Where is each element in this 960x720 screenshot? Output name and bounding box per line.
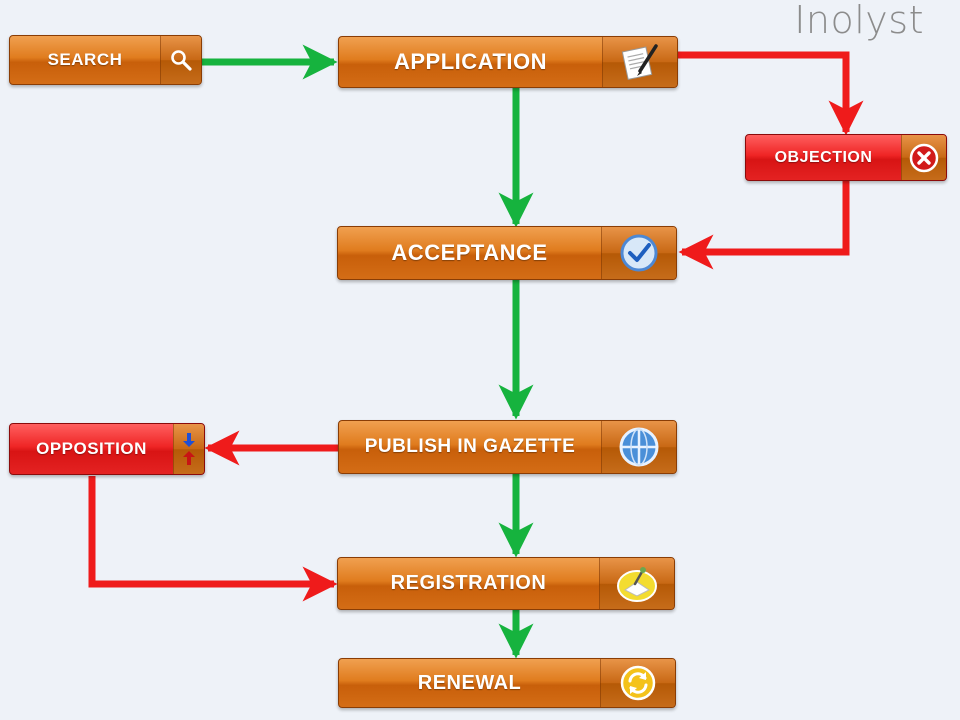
arrow-opposition-to-registration	[88, 476, 338, 602]
node-acceptance-label: ACCEPTANCE	[391, 240, 548, 265]
node-registration-label: REGISTRATION	[390, 572, 547, 594]
node-renewal[interactable]: RENEWAL	[338, 658, 676, 708]
refresh-icon	[600, 659, 675, 707]
node-opposition[interactable]: OPPOSITION	[9, 423, 205, 475]
node-renewal-label: RENEWAL	[417, 671, 522, 694]
node-opposition-label: OPPOSITION	[36, 439, 147, 458]
node-application[interactable]: APPLICATION	[338, 36, 678, 88]
node-publish-label: PUBLISH IN GAZETTE	[364, 436, 576, 457]
close-circle-icon	[901, 135, 946, 180]
checkmark-circle-icon	[601, 227, 676, 279]
node-objection[interactable]: OBJECTION	[745, 134, 947, 181]
search-icon	[160, 36, 201, 84]
arrow-application-to-objection	[678, 51, 864, 136]
node-search[interactable]: SEARCH	[9, 35, 202, 85]
node-application-label: APPLICATION	[394, 49, 547, 74]
node-search-label: SEARCH	[47, 50, 123, 69]
document-pen-icon	[602, 37, 677, 87]
node-acceptance[interactable]: ACCEPTANCE	[337, 226, 677, 280]
register-book-icon	[599, 558, 674, 609]
brand-logo-text: Inolyst	[794, 0, 924, 42]
node-registration[interactable]: REGISTRATION	[337, 557, 675, 610]
arrow-objection-to-acceptance	[678, 180, 850, 270]
up-down-arrows-icon	[173, 424, 204, 474]
node-objection-label: OBJECTION	[774, 148, 873, 166]
node-publish-in-gazette[interactable]: PUBLISH IN GAZETTE	[338, 420, 677, 474]
globe-icon	[601, 421, 676, 473]
